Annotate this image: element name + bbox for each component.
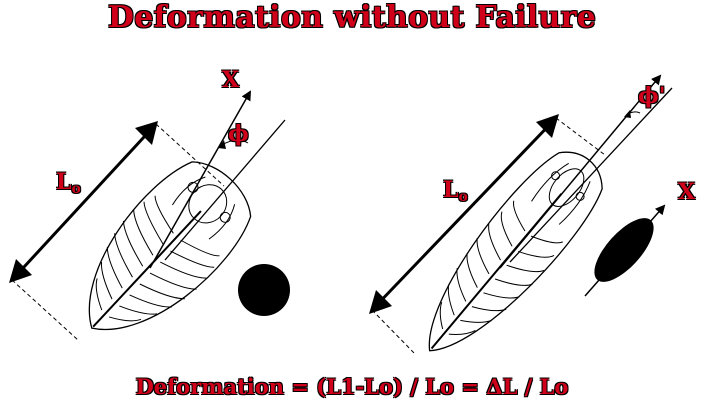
left-arrowhead-top xyxy=(135,121,158,145)
right-angle-label: ϕ' xyxy=(638,83,666,109)
right-length-label: Lo xyxy=(443,177,468,205)
right-angle-arc-head xyxy=(624,110,631,118)
right-panel xyxy=(369,74,673,356)
left-angle-arc-head xyxy=(218,140,226,149)
right-arrowhead-top xyxy=(536,114,559,138)
left-panel xyxy=(9,90,290,341)
right-ellipse-marker xyxy=(594,218,654,282)
left-dashed-top xyxy=(155,123,225,187)
right-x-axis xyxy=(499,74,662,269)
left-x-axis xyxy=(149,90,251,269)
right-dashed-bottom xyxy=(371,309,417,356)
right-x-label: X xyxy=(678,179,696,205)
deformation-formula: Deformation = (L1-Lo) / Lo = ΔL / Lo xyxy=(135,374,569,399)
left-length-arrow xyxy=(10,122,158,282)
left-x-label: X xyxy=(222,67,240,93)
left-arrowhead-bottom xyxy=(9,259,32,283)
right-dashed-top xyxy=(555,117,606,156)
left-length-label: Lo xyxy=(56,169,81,197)
page-title: Deformation without Failure xyxy=(107,0,597,35)
left-angle-label: ϕ xyxy=(228,121,249,147)
left-reference-line xyxy=(164,119,286,261)
right-arrowhead-bottom xyxy=(369,290,392,314)
left-circle-marker xyxy=(238,264,290,316)
right-reference-line xyxy=(509,87,673,263)
right-length-arrow xyxy=(370,116,558,312)
left-dashed-bottom xyxy=(11,279,79,341)
left-trilobite-fossil xyxy=(88,161,252,331)
